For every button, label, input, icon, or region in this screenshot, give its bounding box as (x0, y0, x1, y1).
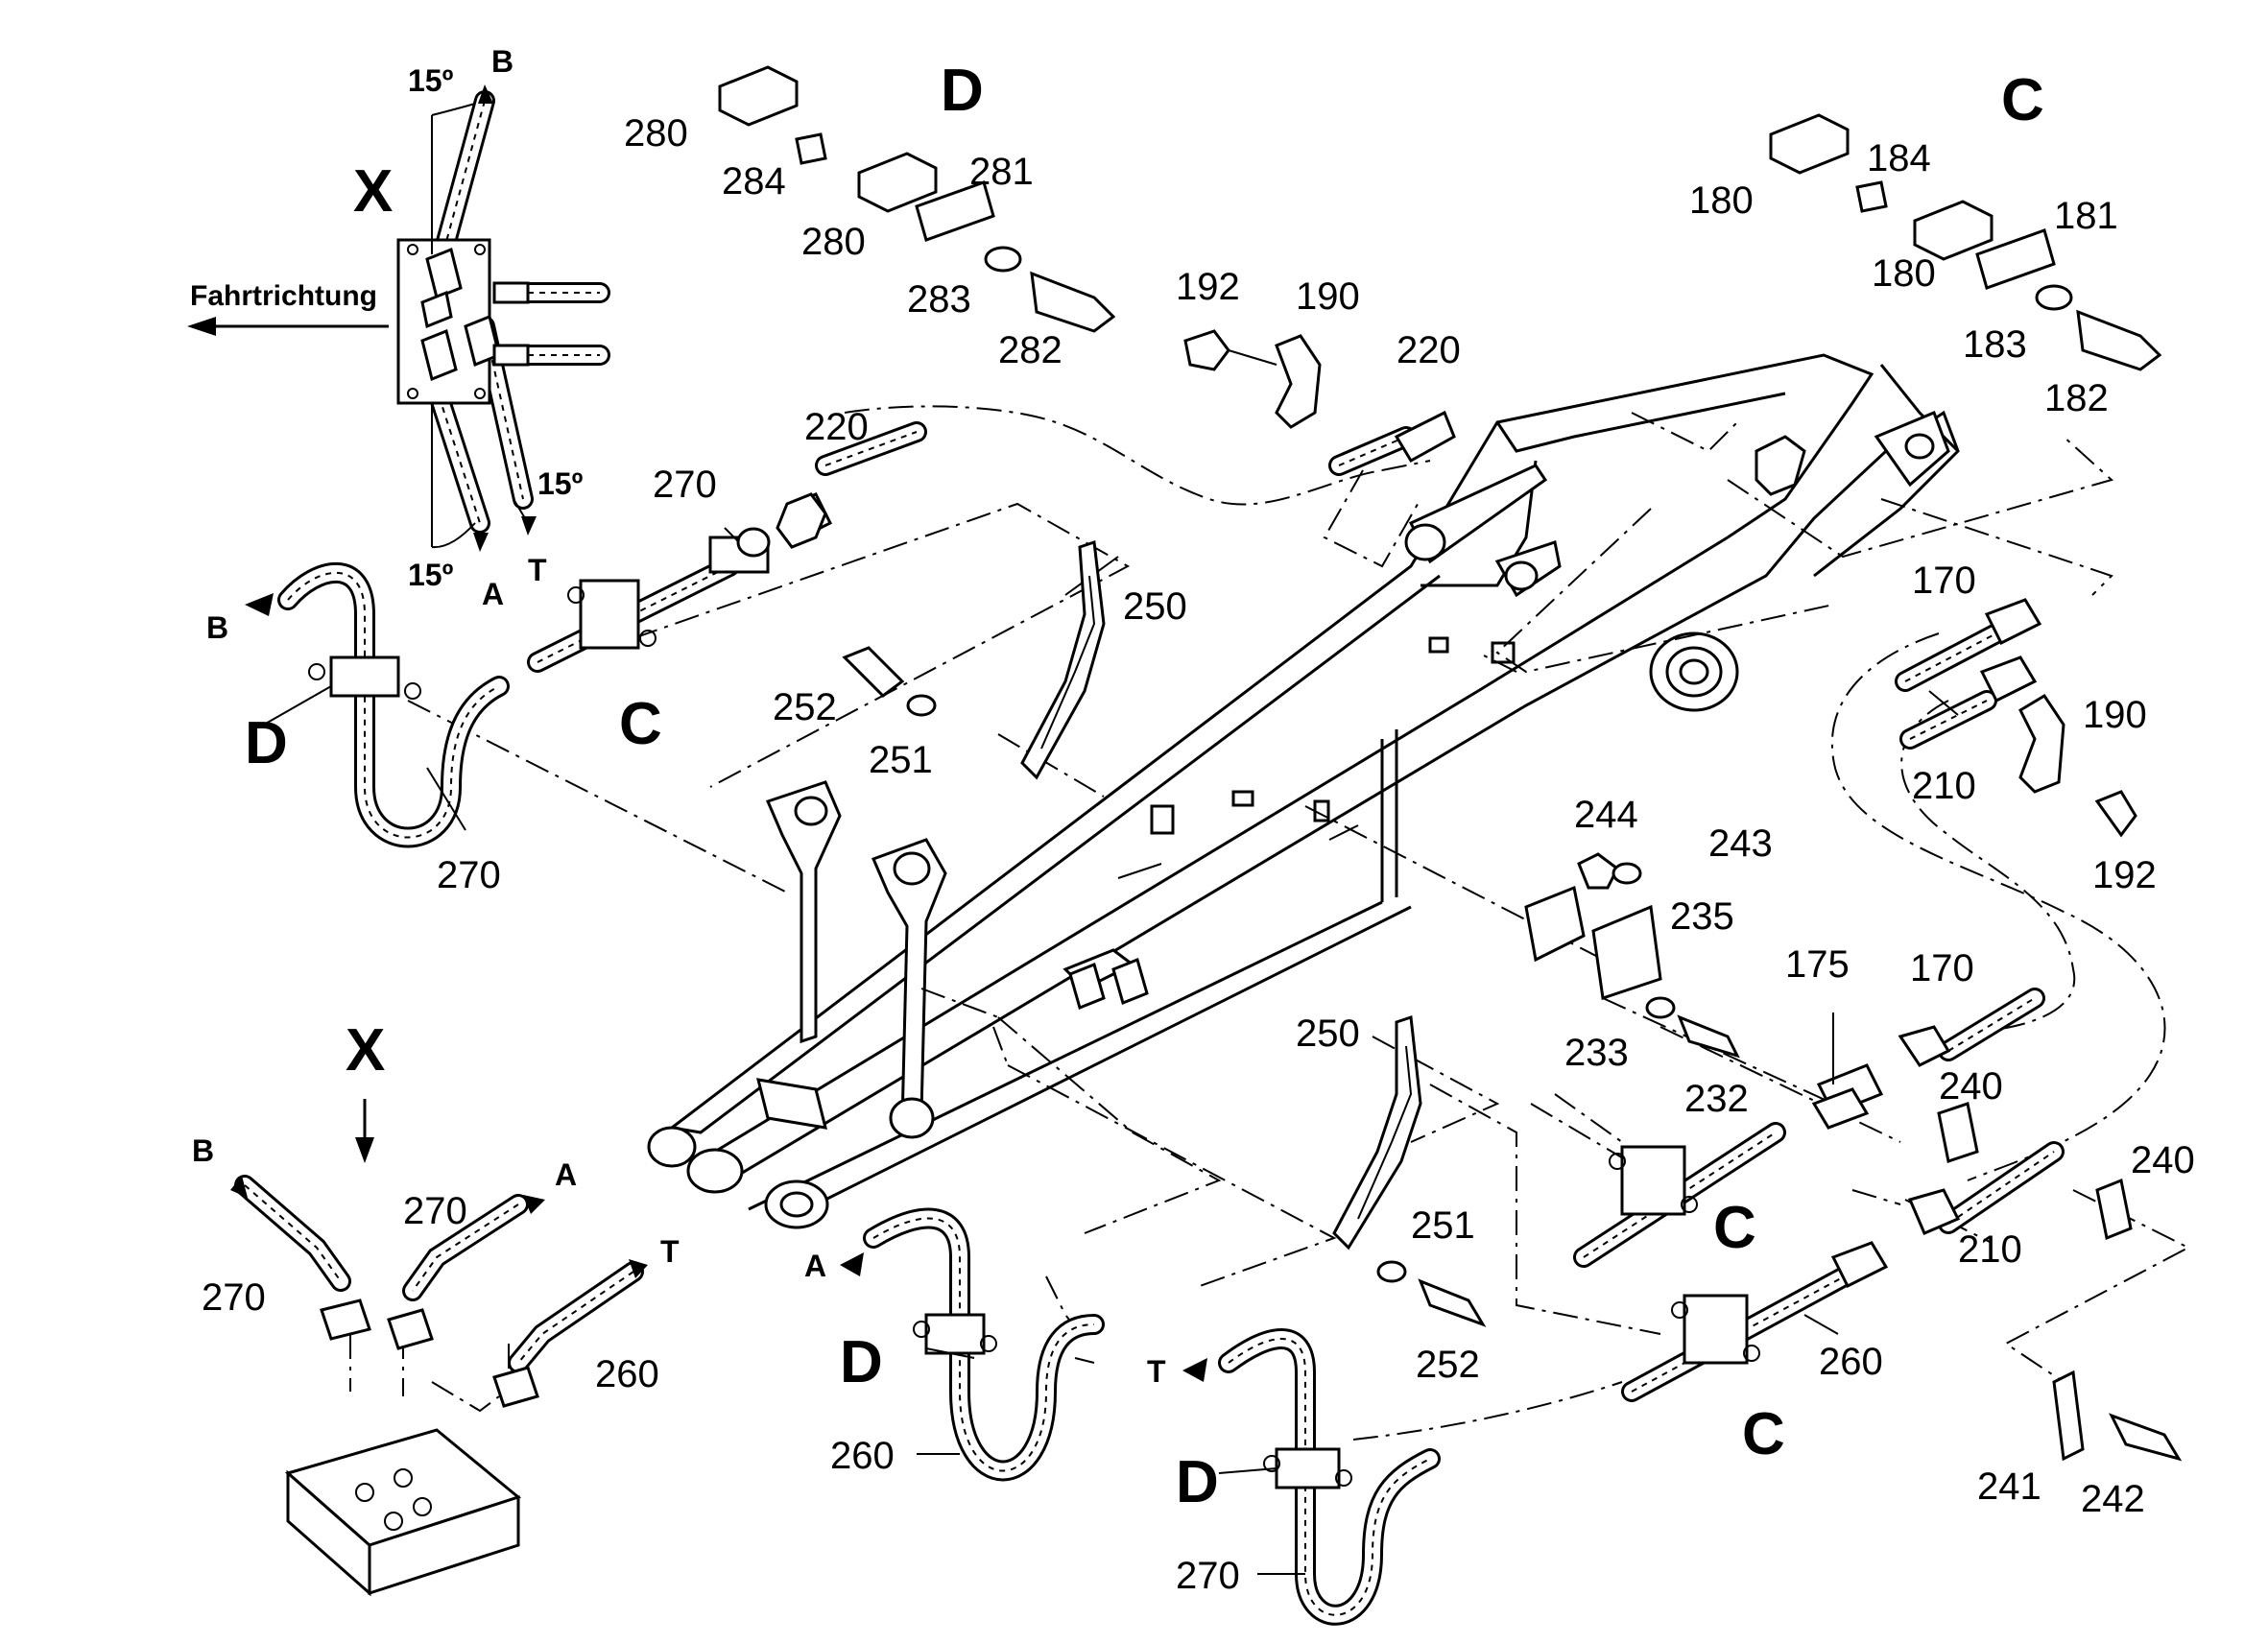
port-arrow-icon (1182, 1358, 1207, 1382)
part-number: 243 (1708, 822, 1773, 865)
arrow-icons (187, 84, 1207, 1382)
port-arrow-icon (840, 1252, 864, 1276)
port-arrow-icon (478, 84, 493, 104)
arrow-down-icon (355, 1099, 374, 1163)
port-label: B (206, 610, 228, 645)
part-number: 184 (1867, 137, 1931, 179)
port-arrow-icon (521, 516, 537, 536)
part-number: 181 (2054, 195, 2118, 237)
part-number: 192 (2092, 854, 2157, 896)
port-label: B (192, 1133, 214, 1168)
view-ref-label: X (346, 1017, 385, 1084)
detail-ref-label: D (1176, 1449, 1219, 1515)
part-number: 260 (595, 1353, 659, 1395)
part-number: 270 (437, 854, 501, 896)
arrow-left-icon (187, 317, 389, 336)
part-number: 260 (1819, 1341, 1883, 1383)
angle-label: 15º (408, 558, 454, 592)
part-number: 182 (2044, 377, 2109, 419)
part-number: 282 (998, 329, 1062, 371)
part-number: 250 (1123, 585, 1187, 628)
part-number: 242 (2081, 1478, 2145, 1520)
part-number: 210 (1912, 765, 1976, 807)
port-label: T (1147, 1354, 1166, 1389)
angle-label: 15º (537, 466, 584, 501)
part-number: 220 (804, 406, 869, 448)
part-number: 240 (1939, 1065, 2003, 1108)
direction-label: Fahrtrichtung (190, 280, 377, 312)
part-number: 270 (202, 1276, 266, 1319)
port-label: T (660, 1234, 680, 1269)
boom-structure (647, 353, 1960, 1229)
detail-ref-label: C (1713, 1195, 1756, 1261)
routing-lines (349, 405, 2191, 1441)
part-number: 190 (2083, 694, 2147, 736)
port-label: A (804, 1249, 826, 1283)
detail-ref-label: D (245, 710, 288, 776)
detail-ref-label: C (619, 691, 662, 757)
part-number: 270 (653, 464, 717, 506)
part-number: 270 (403, 1190, 467, 1232)
port-label: A (482, 577, 504, 611)
part-number: 252 (1416, 1344, 1480, 1386)
part-number: 175 (1785, 943, 1850, 986)
part-number: 244 (1574, 794, 1638, 836)
part-number: 251 (869, 739, 933, 781)
part-number: 235 (1670, 895, 1734, 938)
part-number: 232 (1684, 1078, 1749, 1120)
part-number: 190 (1296, 275, 1360, 318)
port-label: T (528, 553, 547, 587)
part-number: 240 (2131, 1139, 2195, 1181)
part-number: 180 (1872, 252, 1936, 295)
part-number: 280 (624, 112, 688, 155)
part-number: 281 (969, 151, 1034, 193)
part-number: 220 (1397, 329, 1461, 371)
port-arrow-icon (230, 1176, 248, 1198)
view-x-title: X (353, 158, 393, 225)
part-number: 210 (1958, 1228, 2022, 1271)
fittings (284, 65, 2183, 1597)
part-number: 280 (801, 221, 866, 263)
port-label: B (491, 44, 513, 79)
port-arrow-icon (245, 593, 274, 616)
part-number: 251 (1411, 1204, 1475, 1247)
leader-lines (263, 527, 1959, 1575)
port-arrow-icon (473, 533, 489, 552)
part-number: 233 (1564, 1032, 1629, 1074)
part-number: 170 (1910, 947, 1974, 989)
part-number: 183 (1963, 323, 2027, 366)
part-number: 180 (1689, 179, 1754, 222)
detail-ref-label: D (840, 1329, 883, 1395)
port-arrow-icon (629, 1259, 648, 1278)
angle-label: 15º (408, 63, 454, 98)
detail-ref-label: C (1742, 1401, 1785, 1467)
part-number: 241 (1977, 1465, 2041, 1508)
part-number: 270 (1176, 1555, 1240, 1597)
part-number: 192 (1176, 266, 1240, 308)
part-number: 260 (830, 1435, 895, 1477)
part-number: 170 (1912, 560, 1976, 602)
part-number: 252 (773, 686, 837, 728)
detail-d-title: D (941, 58, 984, 124)
port-label: A (555, 1157, 577, 1192)
port-arrow-icon (523, 1195, 545, 1214)
part-number: 283 (907, 278, 971, 321)
part-number: 250 (1296, 1013, 1360, 1055)
part-number: 284 (722, 160, 786, 203)
detail-c-title: C (2001, 67, 2044, 133)
